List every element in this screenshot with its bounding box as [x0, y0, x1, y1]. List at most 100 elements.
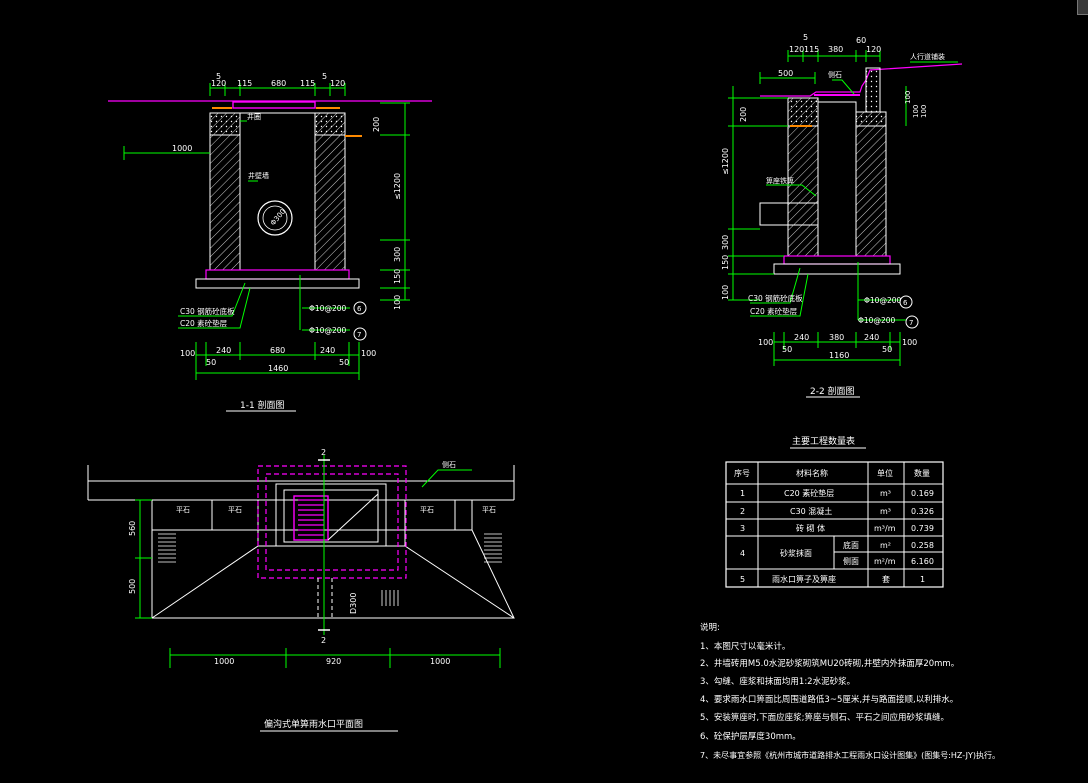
row3-unit: m³/m [874, 524, 896, 533]
quantity-table: 主要工程数量表 [725, 435, 944, 588]
s11-rdim-300: 300 [393, 247, 402, 262]
plan-ldim-560: 560 [128, 521, 137, 536]
s22-ldim-200: 200 [739, 107, 748, 122]
row4-no: 4 [740, 549, 745, 558]
s22-chamber [817, 101, 857, 257]
s11-label-rebar7: Φ10@200 [309, 326, 346, 335]
s22-pipe [759, 202, 819, 226]
s11-bdim-240b: 240 [320, 346, 335, 355]
s11-marker7: 7 [357, 331, 361, 339]
s22-left-cap [787, 97, 819, 127]
s22-marker6: 6 [903, 299, 908, 307]
s22-dim-500: 500 [778, 69, 793, 78]
s11-dim-120b: 120 [330, 79, 345, 88]
s22-bsub-50b: 50 [882, 345, 892, 354]
plan-stone-d: 平石 [482, 506, 496, 514]
s11-dim-5: 5 [216, 72, 221, 81]
plan-bdim-920: 920 [326, 657, 341, 666]
s11-dim-115b: 115 [300, 79, 315, 88]
row2-qty: 0.326 [911, 507, 934, 516]
outlet-pipe-inner [262, 205, 288, 231]
row3-name: 砖 砌 体 [796, 523, 825, 533]
note-1: 1、本图尺寸以毫米计。 [700, 641, 790, 652]
plan-stone-b: 平石 [228, 506, 242, 514]
s11-rdim-1200: ≤1200 [393, 173, 402, 200]
s11-dim-680: 680 [271, 79, 286, 88]
th-name: 材料名称 [796, 468, 828, 478]
row1-qty: 0.169 [911, 489, 934, 498]
s22-label-grate: 箅座铁箅 [766, 176, 794, 185]
inlet-middle-frame [265, 473, 399, 571]
row2-no: 2 [740, 507, 745, 516]
s22-label-rebar6: Φ10@200 [864, 296, 901, 305]
s11-title: 1-1 剖面图 [240, 399, 285, 411]
row3-no: 3 [740, 524, 745, 533]
s22-label-curb: 侧石 [828, 70, 842, 79]
s22-ldim-300: 300 [721, 235, 730, 250]
inlet-outer-frame [257, 465, 407, 579]
row4b-qty: 6.160 [911, 557, 934, 566]
plan-bdim-1000a: 1000 [214, 657, 234, 666]
row1-name: C20 素砼垫层 [784, 488, 834, 498]
base-slab-c30 [205, 269, 350, 280]
s22-label-rebar7: Φ10@200 [858, 316, 895, 325]
s11-dim-1000: 1000 [172, 144, 192, 153]
right-concrete-cap [314, 112, 346, 136]
s11-label-c30: C30 钢筋砼底板 [180, 306, 235, 316]
s11-marker6: 6 [357, 305, 362, 313]
s22-dim-115: 115 [804, 45, 819, 54]
s22-ldim-1200: ≤1200 [721, 148, 730, 175]
row2-name: C30 混凝土 [790, 506, 832, 516]
curb-stone [865, 67, 881, 113]
plan-view [87, 455, 515, 732]
s11-rdim-200: 200 [372, 117, 381, 132]
table-title: 主要工程数量表 [792, 435, 855, 447]
s22-bdim-240b: 240 [864, 333, 879, 342]
s11-label-rebar6: Φ10@200 [309, 304, 346, 313]
plan-title: 偏沟式单箅雨水口平面图 [264, 718, 363, 730]
s11-rdim-100: 100 [393, 295, 402, 310]
row4-unit: m² [880, 541, 891, 550]
s22-bdim-100a: 100 [758, 338, 773, 347]
s11-bdim-680: 680 [270, 346, 285, 355]
left-brick-wall [209, 112, 241, 271]
s22-rdim-100b: 100 [912, 105, 920, 118]
s11-bsub-50a: 50 [206, 358, 216, 367]
s11-total: 1460 [268, 364, 288, 373]
section-1-1 [108, 83, 432, 412]
s22-title: 2-2 剖面图 [810, 385, 855, 397]
s22-right-cap [855, 111, 887, 127]
plan-ldim-500: 500 [128, 579, 137, 594]
outlet-pipe-circle [257, 200, 293, 236]
s22-dim-380: 380 [828, 45, 843, 54]
s22-bsub-50a: 50 [782, 345, 792, 354]
s22-base-cushion [773, 263, 901, 275]
row5-name: 雨水口箅子及箅座 [772, 574, 836, 584]
note-4: 4、要求雨水口箅面比周围道路低3~5厘米,并与路面接顺,以利排水。 [700, 694, 958, 705]
window-corner-button[interactable] [1077, 0, 1088, 15]
s22-bdim-240a: 240 [794, 333, 809, 342]
s22-ldim-150: 150 [721, 255, 730, 270]
left-concrete-cap [209, 112, 241, 136]
row1-no: 1 [740, 489, 745, 498]
plan-stone-c: 平石 [420, 506, 434, 514]
row4b-sub: 侧面 [843, 556, 859, 566]
row4b-unit: m²/m [874, 557, 896, 566]
base-cushion-c20 [195, 278, 360, 289]
plan-stone-a: 平石 [176, 506, 190, 514]
s11-dim-5b: 5 [322, 72, 327, 81]
s22-ldim-100: 100 [721, 285, 730, 300]
s11-label-wall: 井壁墙 [248, 171, 269, 180]
s11-bdim-100b: 100 [361, 349, 376, 358]
s22-label-road: 人行道铺装 [910, 52, 945, 61]
s22-right-wall [855, 111, 887, 257]
s22-dim-120: 120 [789, 45, 804, 54]
th-qty: 数量 [914, 468, 930, 478]
note-6: 6、砼保护层厚度30mm。 [700, 731, 801, 742]
s11-rdim-150: 150 [393, 269, 402, 284]
notes-heading: 说明: [700, 622, 720, 633]
s22-rdim-100c: 100 [920, 105, 928, 118]
note-2: 2、井墙砖用M5.0水泥砂浆砌筑MU20砖砌,井壁内外抹面厚20mm。 [700, 658, 959, 669]
s11-label-frame: 井圈 [247, 112, 261, 121]
